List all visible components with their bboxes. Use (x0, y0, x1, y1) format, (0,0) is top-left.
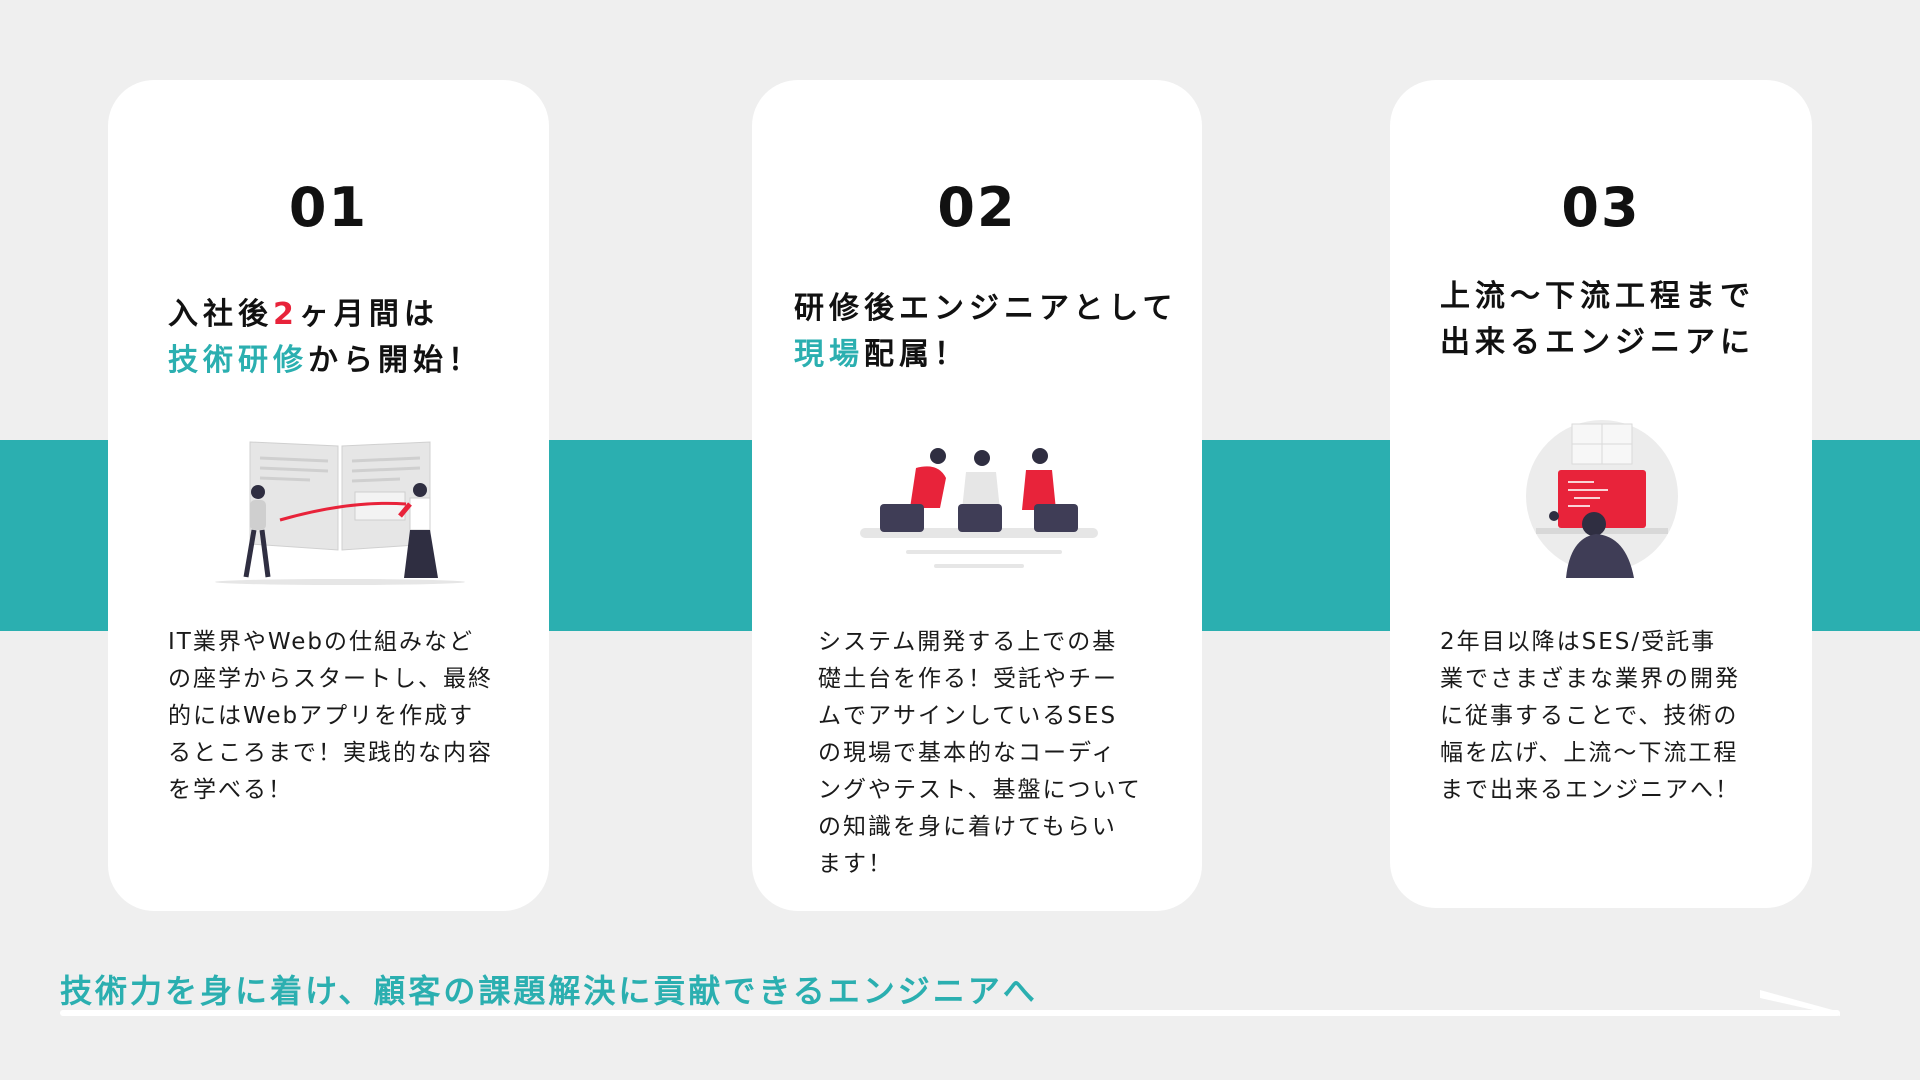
description-line: の知識を身に着けてもらい (818, 814, 1117, 840)
description-line: 礎土台を作る！受託やチー (818, 666, 1118, 692)
description-line: に従事することで、技術の (1440, 703, 1739, 729)
step-headline: 入社後2ヶ月間は 技術研修から開始！ (168, 292, 483, 384)
description-line: 業でさまざまな業界の開発 (1440, 666, 1740, 692)
headline-text: から開始！ (308, 343, 483, 378)
tagline-underline (60, 1010, 1840, 1016)
book-study-illustration (215, 441, 465, 585)
headline-text: 研修後エンジニアとして (794, 291, 1178, 326)
description-line: ングやテスト、基盤について (818, 777, 1142, 803)
step-description: IT業界やWebの仕組みなど の座学からスタートし、最終 的にはWebアプリを作… (168, 624, 493, 809)
headline-line-2: 技術研修から開始！ (168, 338, 483, 384)
step-headline: 研修後エンジニアとして 現場配属！ (794, 286, 1178, 378)
headline-text: 出来るエンジニアに (1440, 325, 1755, 360)
description-line: 幅を広げ、上流～下流工程 (1440, 740, 1739, 766)
description-line: IT業界やWebの仕組みなど (168, 629, 474, 655)
headline-line-1: 上流～下流工程まで (1440, 274, 1755, 320)
description-line: の座学からスタートし、最終 (168, 666, 493, 692)
tagline: 技術力を身に着け、顧客の課題解決に貢献できるエンジニアへ (60, 972, 1038, 1010)
headline-text: ヶ月間は (298, 297, 439, 332)
description-line: ムでアサインしているSES (818, 703, 1118, 729)
description-line: 的にはWebアプリを作成す (168, 703, 475, 729)
arrow-tip-icon (1760, 990, 1840, 1016)
step-description: 2年目以降はSES/受託事 業でさまざまな業界の開発 に従事することで、技術の … (1440, 624, 1740, 809)
step-card-02: 02 研修後エンジニアとして 現場配属！ システム開発する上での基 礎土台を作る… (752, 80, 1202, 911)
headline-line-2: 出来るエンジニアに (1440, 320, 1755, 366)
description-line: るところまで！実践的な内容 (168, 740, 493, 766)
description-line: の現場で基本的なコーディ (818, 740, 1117, 766)
description-line: システム開発する上での基 (818, 629, 1118, 655)
step-card-03: 03 上流～下流工程まで 出来るエンジニアに 2年目以降はSES/受託事 業でさ… (1390, 80, 1812, 908)
step-description: システム開発する上での基 礎土台を作る！受託やチー ムでアサインしているSES … (818, 624, 1142, 883)
description-line: を学べる！ (168, 777, 293, 803)
team-meeting-illustration (860, 448, 1098, 568)
step-number: 03 (1561, 176, 1641, 239)
step-headline: 上流～下流工程まで 出来るエンジニアに (1440, 274, 1755, 366)
step-card-01: 01 入社後2ヶ月間は 技術研修から開始！ IT業界やWebの仕組みなど の座学… (108, 80, 549, 911)
headline-line-1: 入社後2ヶ月間は (168, 292, 483, 338)
headline-highlight-teal: 技術研修 (168, 343, 308, 378)
engineer-at-monitor-illustration (1526, 420, 1678, 578)
headline-text: 上流～下流工程まで (1440, 279, 1755, 314)
headline-line-1: 研修後エンジニアとして (794, 286, 1178, 332)
headline-text: 配属！ (864, 337, 969, 372)
description-line: 2年目以降はSES/受託事 (1440, 629, 1717, 655)
headline-text: 入社後 (168, 297, 273, 332)
headline-line-2: 現場配属！ (794, 332, 1178, 378)
description-line: まで出来るエンジニアへ！ (1440, 777, 1740, 803)
step-number: 01 (288, 176, 369, 239)
description-line: ます！ (818, 851, 893, 877)
headline-highlight-teal: 現場 (794, 337, 864, 372)
headline-highlight-red: 2 (273, 297, 299, 332)
step-number: 02 (937, 176, 1017, 239)
